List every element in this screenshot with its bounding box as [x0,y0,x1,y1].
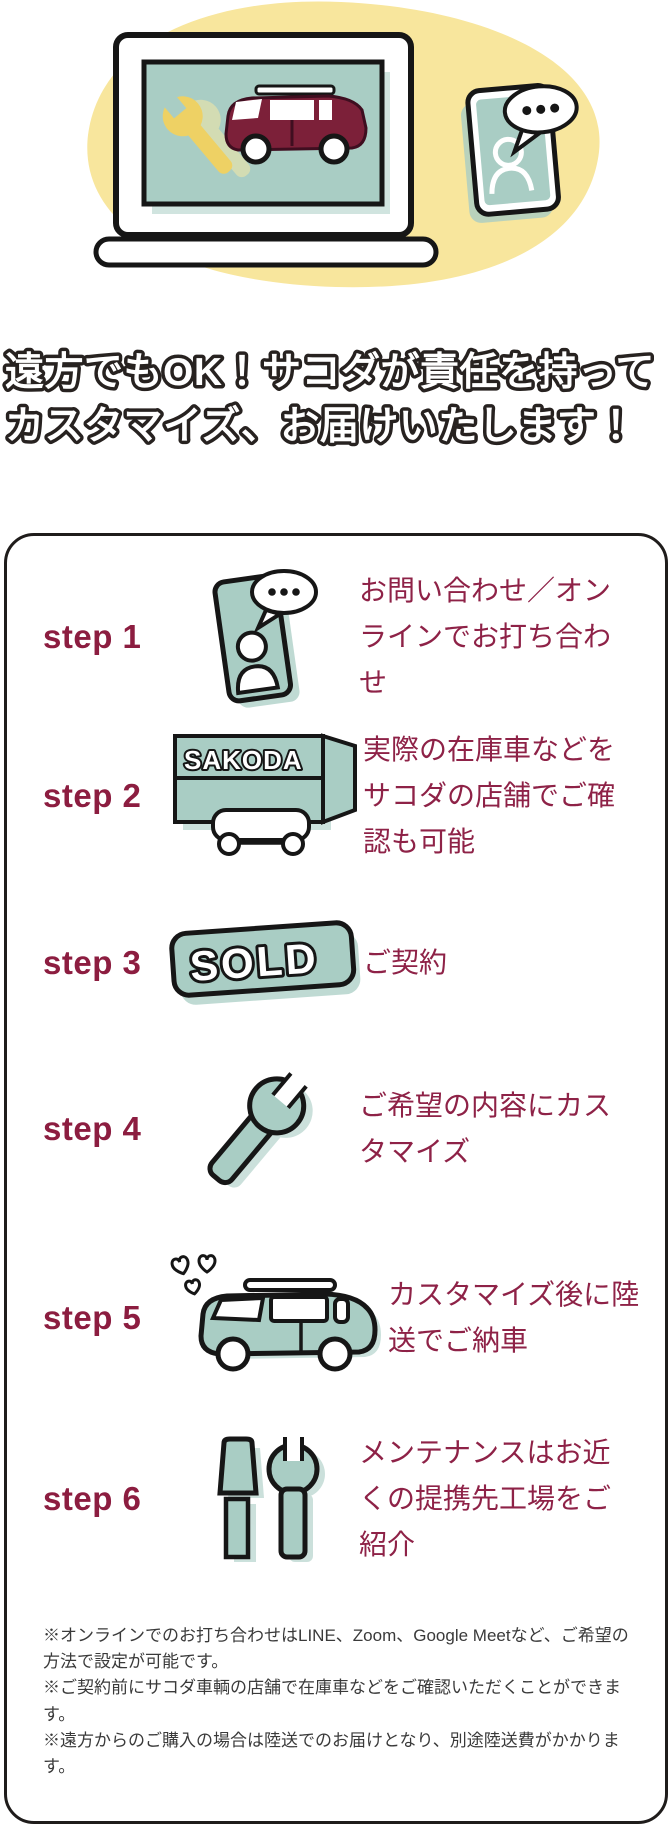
sold-sign-icon: SOLD [163,918,363,1008]
note-item-1: ※オンラインでのお打ち合わせはLINE、Zoom、Google Meetなど、ご… [43,1625,629,1671]
hero-illustration-svg [87,1,600,288]
step-description-3: ご契約 [363,946,448,978]
sakoda-store-icon: SAKODA [163,726,363,866]
step-label-6: step 6 [43,1480,142,1518]
delivery-car-icon [163,1252,388,1384]
step-label-5: step 5 [43,1299,142,1336]
screwdriver-icon [216,1436,259,1560]
speech-bubble-icon [502,84,579,158]
step-row-5: step 5 [43,1252,641,1384]
store-sign-text: SAKODA [184,745,303,775]
step-description-1: お問い合わせ／オンラインでお打ち合わせ [359,574,612,699]
step-row-2: step 2 SAKODA 実際の在庫車などをサコダの店舗でご確認も可能 [43,726,641,866]
step-description-6: メンテナンスはお近くの提携先工場をご紹介 [359,1437,612,1561]
wrench-icon [163,1064,359,1194]
page-title: 遠方でもOK！サコダが責任を持って カスタマイズ、お届けいたします！ [2,348,659,452]
step-description-5: カスタマイズ後に陸送でご納車 [388,1278,640,1356]
heading-line-1: 遠方でもOK！サコダが責任を持って [5,351,655,394]
heading-line-2: カスタマイズ、お届けいたします！ [5,405,636,448]
hero-illustration [0,0,672,295]
step-label-2: step 2 [43,777,142,814]
step-label-3: step 3 [43,944,142,981]
smartphone-chat-icon [163,562,359,712]
step-row-6: step 6 [43,1430,641,1569]
step-row-3: step 3 SOLD ご契約 [43,918,641,1008]
step-row-4: step 4 ご希望の内容にカスタマイズ [43,1064,641,1194]
note-item-3: ※遠方からのご購入の場合は陸送でのお届けとなり、別途陸送費がかかります。 [43,1730,620,1777]
person-icon [489,136,535,194]
car-illustration [224,84,368,165]
step-label-1: step 1 [43,618,142,655]
footnotes: ※オンラインでのお打ち合わせはLINE、Zoom、Google Meetなど、ご… [43,1623,641,1781]
hearts-icon [170,1254,217,1296]
laptop-illustration [93,32,439,268]
steps-card: step 1 お問い合わせ／オンラインでお打ち合わせ [4,533,668,1824]
smartphone-video-call-illustration [460,83,579,223]
note-item-2: ※ご契約前にサコダ車輌の店舗で在庫車などをご確認いただくことができます。 [43,1678,621,1724]
step-row-1: step 1 お問い合わせ／オンラインでお打ち合わせ [43,562,641,712]
yellow-wrench-icon [158,89,251,178]
sold-sign-text: SOLD [188,934,320,990]
step-description-4: ご希望の内容にカスタマイズ [359,1089,612,1167]
small-wrench-icon [266,1437,319,1560]
maintenance-tools-icon [163,1433,359,1565]
step-description-2: 実際の在庫車などをサコダの店舗でご確認も可能 [363,733,616,858]
step-label-4: step 4 [43,1110,142,1147]
